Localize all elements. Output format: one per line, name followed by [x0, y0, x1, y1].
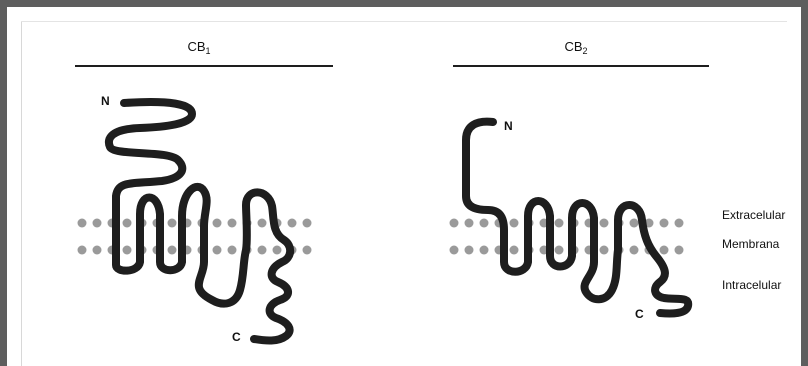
frame-inner-edge — [21, 21, 22, 366]
legend-intracellular: Intracelular — [722, 278, 781, 292]
cb2-c-terminus-label: C — [635, 307, 644, 321]
membrane-legend: Extracelular Membrana Intracelular — [722, 208, 785, 292]
cb1-protein-chain — [104, 98, 295, 345]
cb2-panel: CB2 N C — [449, 39, 709, 321]
cb1-c-terminus-label: C — [232, 330, 241, 344]
cb1-panel: CB1 N C — [75, 39, 333, 345]
legend-extracellular: Extracelular — [722, 208, 785, 222]
cb1-title: CB1 — [187, 39, 210, 56]
frame-inner-top — [21, 21, 787, 22]
cb1-n-terminus-label: N — [101, 94, 110, 108]
cb2-title: CB2 — [564, 39, 587, 56]
cb2-protein-chain — [462, 117, 693, 318]
legend-membrane: Membrana — [722, 237, 780, 251]
cb2-n-terminus-label: N — [504, 119, 513, 133]
